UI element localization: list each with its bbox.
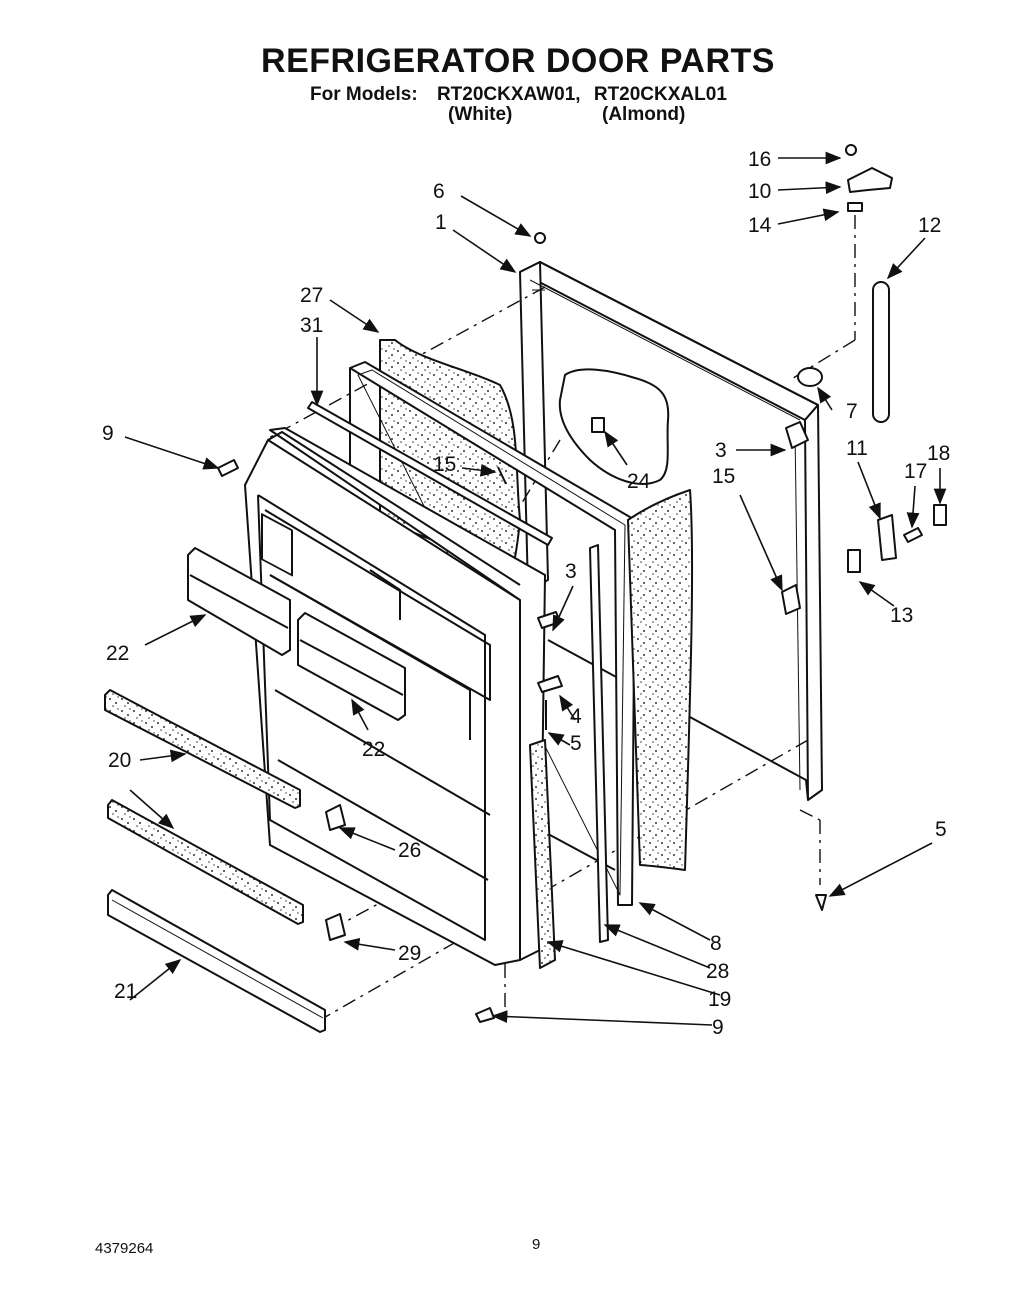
callout-15-right: 15 bbox=[712, 465, 735, 488]
gasket-edge-28 bbox=[589, 544, 609, 943]
callout-11: 11 bbox=[846, 437, 868, 460]
callout-20: 20 bbox=[108, 749, 131, 772]
callout-21: 21 bbox=[114, 980, 137, 1003]
document-number: 4379264 bbox=[95, 1240, 154, 1257]
callout-29: 29 bbox=[398, 942, 421, 965]
insulation-patch bbox=[558, 368, 670, 485]
callout-13: 13 bbox=[890, 604, 913, 627]
door-shelf-lower bbox=[297, 612, 406, 721]
lower-hinge-assembly bbox=[781, 504, 947, 615]
callout-28: 28 bbox=[706, 960, 729, 983]
callout-16: 16 bbox=[748, 148, 771, 171]
callout-27: 27 bbox=[300, 284, 323, 307]
color-white-label: (White) bbox=[448, 104, 513, 125]
callout-10: 10 bbox=[748, 180, 771, 203]
callout-31: 31 bbox=[300, 314, 323, 337]
clip-24 bbox=[591, 417, 605, 433]
callout-19: 19 bbox=[708, 988, 731, 1011]
callout-6: 6 bbox=[433, 180, 445, 203]
callout-17: 17 bbox=[904, 460, 927, 483]
callout-8: 8 bbox=[710, 932, 722, 955]
bottom-strip bbox=[107, 889, 326, 1033]
page-title: REFRIGERATOR DOOR PARTS bbox=[261, 42, 775, 80]
callout-26: 26 bbox=[398, 839, 421, 862]
outer-door-panel bbox=[519, 261, 823, 801]
retainer-strip-lower bbox=[107, 799, 304, 925]
model-almond: RT20CKXAL01 bbox=[593, 84, 727, 105]
model-white: RT20CKXAW01, bbox=[436, 84, 581, 105]
callout-4: 4 bbox=[570, 705, 582, 728]
handle-trim bbox=[529, 739, 556, 969]
callout-labels: 16 10 14 12 6 1 27 31 9 15 24 7 3 11 17 … bbox=[102, 148, 950, 1039]
callout-24: 24 bbox=[627, 470, 651, 493]
models-prefix: For Models: bbox=[310, 84, 418, 105]
callout-14: 14 bbox=[748, 214, 772, 237]
callout-9-upper: 9 bbox=[102, 422, 114, 445]
top-hinge-assembly bbox=[785, 144, 893, 449]
models-line: For Models: RT20CKXAW01, RT20CKXAL01 bbox=[310, 84, 727, 106]
callout-22-left: 22 bbox=[106, 642, 129, 665]
page-number: 9 bbox=[532, 1236, 541, 1253]
callout-7: 7 bbox=[846, 400, 858, 423]
callout-9-lower: 9 bbox=[712, 1016, 724, 1039]
callout-12: 12 bbox=[918, 214, 941, 237]
door-shelf-upper bbox=[187, 547, 291, 656]
callout-3-right: 3 bbox=[715, 439, 727, 462]
callout-22-center: 22 bbox=[362, 738, 385, 761]
callout-5-right: 5 bbox=[935, 818, 947, 841]
callout-3-center: 3 bbox=[565, 560, 577, 583]
callout-18: 18 bbox=[927, 442, 950, 465]
retainer-strip-upper bbox=[104, 689, 301, 809]
callout-5-center: 5 bbox=[570, 732, 582, 755]
callout-1: 1 bbox=[435, 211, 447, 234]
color-almond-label: (Almond) bbox=[602, 104, 686, 125]
leader-lines bbox=[124, 151, 947, 1026]
clip-26 bbox=[325, 804, 346, 831]
side-insulation bbox=[627, 489, 694, 871]
callout-15-left: 15 bbox=[433, 453, 456, 476]
clip-29 bbox=[325, 913, 346, 941]
